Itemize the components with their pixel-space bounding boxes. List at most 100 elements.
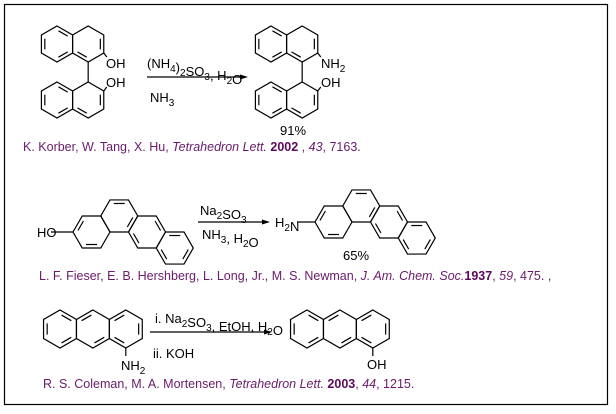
binol-substituent-bond: [103, 86, 108, 92]
binol-ring: [40, 25, 74, 63]
double-bond: [114, 336, 125, 344]
double-bond: [77, 51, 88, 58]
aminobinaphthol-ring: [285, 81, 319, 119]
double-bond: [132, 233, 140, 244]
double-bond: [272, 30, 282, 37]
double-bond: [308, 314, 319, 322]
product3-oh-label: OH: [367, 357, 387, 372]
double-bond: [272, 86, 282, 93]
reaction2-yield: 65%: [343, 248, 369, 263]
binol-ring: [40, 81, 74, 119]
hydroxyanthracene-ring: [322, 309, 357, 349]
product1-oh-label: OH: [321, 75, 341, 90]
aminobinaphthol-ring: [285, 25, 319, 63]
hydroxyanthracene-ring: [355, 309, 390, 349]
double-bond: [341, 336, 352, 344]
reaction3-arrow-head: [264, 329, 272, 335]
citation-journal: J. Am. Chem. Soc.: [360, 269, 465, 283]
binol-substituent-bond: [103, 52, 108, 58]
double-bond: [368, 207, 376, 218]
reaction2-arrow-head: [262, 219, 270, 225]
double-bond: [374, 223, 382, 234]
aminobinaphthol-ring: [254, 25, 288, 63]
double-bond: [114, 314, 125, 322]
product1-nh2-label: NH2: [321, 56, 346, 75]
citation-year: 2002: [270, 140, 299, 154]
reaction1-yield: 91%: [280, 123, 306, 138]
double-bond: [402, 239, 410, 250]
citation-volume: 59: [499, 269, 514, 283]
double-bond: [319, 210, 326, 221]
double-bond: [361, 314, 372, 322]
citation-authors: R. S. Coleman, M. A. Mortensen,: [43, 377, 230, 391]
amino-benzanthracene-ring: [314, 205, 353, 239]
double-bond: [160, 249, 168, 260]
reactant1-oh-label-1: OH: [106, 56, 126, 71]
product2-h2n-label: H2N: [275, 215, 299, 234]
hydroxy-benzanthracene-ring: [72, 215, 111, 249]
double-bond: [77, 220, 84, 231]
reactant1-oh-label-2: OH: [106, 75, 126, 90]
citation-authors: L. F. Fieser, E. B. Hershberg, L. Long, …: [39, 269, 361, 283]
double-bond: [396, 210, 404, 221]
double-bond: [61, 314, 72, 322]
double-bond: [154, 220, 162, 231]
double-bond: [308, 336, 319, 344]
double-bond: [182, 249, 189, 260]
frame-border: [3, 3, 609, 406]
reaction3-reagents-below: ii. KOH: [153, 346, 194, 361]
amino-benzanthracene-ring: [397, 221, 436, 255]
double-bond: [58, 86, 68, 93]
reaction3-reagents-above: i. Na2SO3, EtOH, H2O: [155, 311, 283, 338]
citation-3: R. S. Coleman, M. A. Mortensen, Tetrahed…: [43, 377, 415, 391]
citation-volume: 43: [308, 140, 323, 154]
citation-year: 2003: [327, 377, 356, 391]
binol-ring: [71, 81, 105, 119]
citation-trailing-comma: ,: [544, 269, 552, 283]
aminoanthracene-ring: [108, 309, 143, 349]
reaction1-arrow-head: [240, 74, 248, 80]
reaction2-reagents-below: NH3, H2O: [202, 227, 259, 250]
citation-2: L. F. Fieser, E. B. Hershberg, L. Long, …: [39, 269, 552, 283]
citation-volume: 44: [362, 377, 377, 391]
double-bond: [58, 30, 68, 37]
reactant3-nh2-label: NH2: [121, 358, 146, 377]
citation-authors: K. Korber, W. Tang, X. Hu,: [23, 140, 173, 154]
double-bond: [272, 51, 282, 58]
aminobinaphthol-substituent-bond: [317, 86, 322, 92]
double-bond: [291, 107, 302, 114]
hydroxy-benzanthracene-ring: [127, 215, 167, 249]
double-bond: [328, 314, 339, 322]
citation-journal: Tetrahedron Lett.: [229, 377, 324, 391]
double-bond: [424, 239, 431, 250]
double-bond: [58, 107, 68, 114]
citation-pages: 7163.: [329, 140, 361, 154]
double-bond: [77, 107, 88, 114]
amino-benzanthracene-ring: [342, 189, 381, 223]
reactant2-ho-label: HO: [37, 225, 57, 240]
aminoanthracene-ring: [42, 309, 78, 349]
citation-pages: 1215.: [383, 377, 415, 391]
double-bond: [126, 217, 134, 228]
aminobinaphthol-substituent-bond: [317, 52, 322, 58]
hydroxy-benzanthracene-ring: [155, 231, 194, 265]
double-bond: [272, 107, 282, 114]
molecules: [40, 25, 436, 356]
double-bond: [94, 336, 105, 344]
reaction1-reagents-above: (NH4)2SO3, H2O: [147, 56, 242, 87]
double-bond: [61, 336, 72, 344]
hydroxy-benzanthracene-ring: [100, 199, 139, 233]
citation-pages: 475.: [520, 269, 545, 283]
hydroxyanthracene-ring: [289, 309, 325, 349]
aminoanthracene-ring: [75, 309, 110, 349]
citation-1: K. Korber, W. Tang, X. Hu, Tetrahedron L…: [23, 140, 361, 154]
aminobinaphthol-ring: [254, 81, 288, 119]
citation-journal: Tetrahedron Lett.: [172, 140, 267, 154]
double-bond: [81, 314, 92, 322]
reaction2-reagents-above: Na2SO3: [200, 203, 247, 226]
amino-benzanthracene-ring: [369, 205, 409, 239]
double-bond: [361, 336, 372, 344]
double-bond: [58, 51, 68, 58]
reaction1-reagents-below: NH3: [150, 90, 175, 109]
